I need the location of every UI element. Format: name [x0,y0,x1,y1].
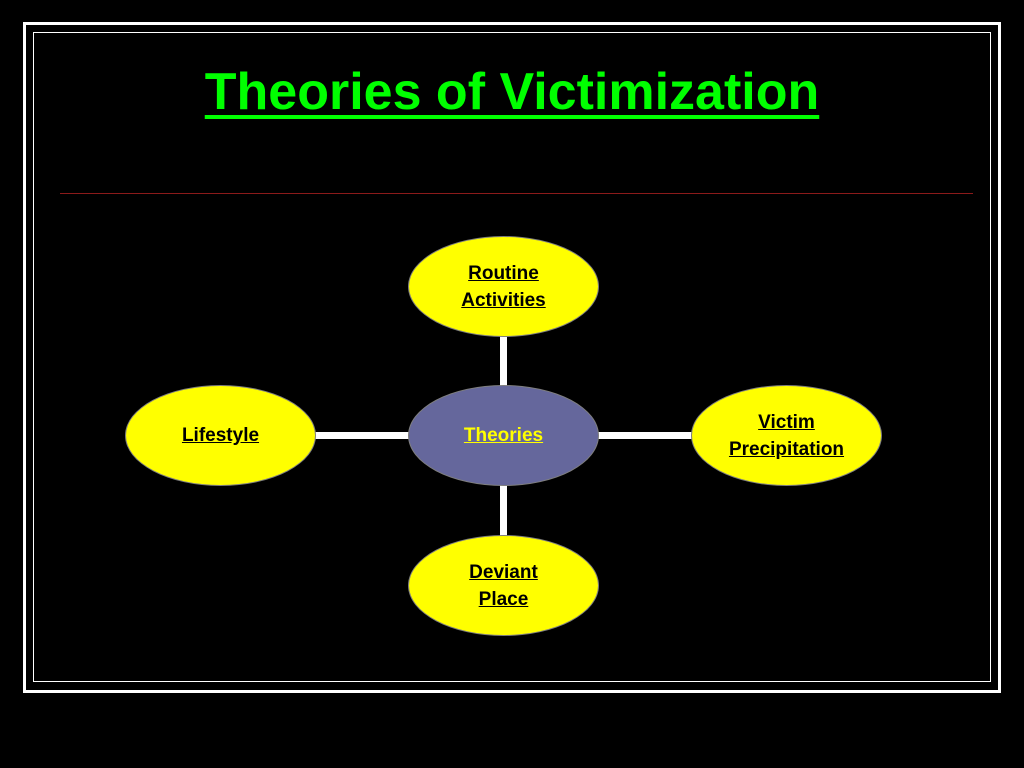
node-victim-precipitation-line-1: Victim [758,411,815,433]
slide-title: Theories of Victimization [204,63,820,121]
slide-frame-inner [33,32,991,682]
slide-frame-outer [23,22,1001,693]
connector-left [312,432,412,439]
node-deviant-place-line-1: Deviant [469,561,538,583]
node-routine-activities-line-2: Activities [461,289,546,311]
node-victim-precipitation: Victim Precipitation [691,385,882,486]
node-deviant-place-line-2: Place [478,588,529,610]
connector-right [594,432,694,439]
connector-top [500,330,507,390]
node-theories-center: Theories [408,385,599,486]
node-victim-precipitation-line-2: Precipitation [728,438,845,460]
node-lifestyle: Lifestyle [125,385,316,486]
connector-bottom [500,482,507,542]
node-routine-activities-line-1: Routine [468,262,539,284]
node-lifestyle-line-1: Lifestyle [181,425,260,446]
node-deviant-place: Deviant Place [408,535,599,636]
title-divider [60,193,973,194]
node-theories-label: Theories [463,425,544,446]
node-routine-activities: Routine Activities [408,236,599,337]
